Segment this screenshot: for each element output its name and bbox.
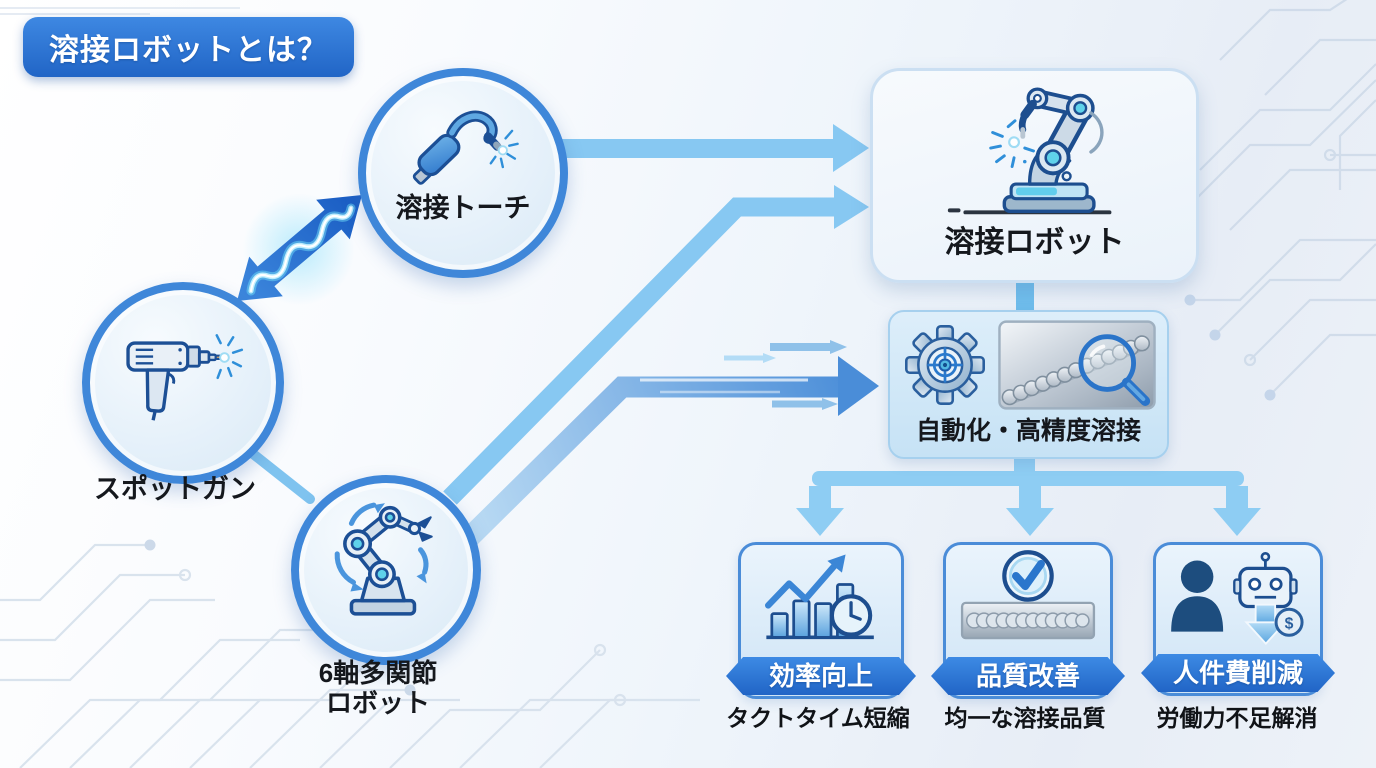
labor-cost-banner: 人件費削減 — [1141, 654, 1335, 692]
person-robot-cost-down-icon: $ — [1171, 551, 1304, 646]
arrow-to-automation — [460, 376, 842, 547]
automation-label: 自動化・高精度溶接 — [915, 417, 1141, 445]
speed-lines — [640, 340, 847, 410]
title-badge: 溶接ロボットとは？ — [23, 17, 354, 77]
robot-head-icon — [1233, 551, 1298, 609]
title-text: 溶接ロボットとは？ — [49, 34, 328, 67]
six-axis-robot-label: 6軸多関節 ロボット — [278, 658, 478, 719]
checkmark-weld-seam-icon — [960, 550, 1096, 640]
welding-torch-icon — [412, 110, 519, 185]
node-automation: 自動化・高精度溶接 — [888, 310, 1169, 459]
dollar-coin-icon: $ — [1274, 607, 1304, 637]
six-axis-label-line2: ロボット — [325, 687, 430, 718]
dollar-symbol: $ — [1285, 615, 1294, 632]
quality-banner: 品質改善 — [931, 657, 1125, 695]
welding-robot-label: 溶接ロボット — [944, 226, 1125, 259]
welding-robot-arm-icon — [947, 87, 1112, 215]
gear-crosshair-icon — [904, 325, 985, 405]
quality-caption: 均一な溶接品質 — [944, 705, 1106, 731]
arrow-torch-to-robot — [551, 124, 869, 172]
efficiency-banner: 効率向上 — [726, 657, 916, 695]
arrow-sixaxis-to-robot — [443, 197, 836, 505]
efficiency-caption: タクトタイム短縮 — [726, 705, 910, 731]
arrow-sixaxis-to-robot-head — [834, 185, 869, 229]
six-axis-label-line1: 6軸多関節 — [318, 658, 438, 688]
benefit-box-quality: 品質改善 — [931, 542, 1125, 699]
node-six-axis-robot — [291, 475, 481, 665]
arrow-to-automation-head — [838, 356, 879, 416]
person-silhouette-icon — [1171, 560, 1224, 632]
growth-chart-clock-icon — [764, 554, 874, 640]
lightning-bolt-wave — [246, 203, 356, 296]
welding-torch-label: 溶接トーチ — [395, 193, 531, 223]
node-welding-robot: 溶接ロボット — [870, 68, 1199, 283]
articulated-robot-arm-icon — [334, 502, 433, 616]
benefit-box-labor-cost: $ 人件費削減 — [1141, 542, 1335, 696]
benefit-box-efficiency: 効率向上 — [726, 542, 916, 699]
labor-cost-caption: 労働力不足解消 — [1156, 705, 1318, 731]
link-robot-to-automation — [1016, 277, 1034, 312]
branch-arrows — [796, 453, 1261, 536]
weld-seam-magnifier-icon — [997, 320, 1156, 410]
automation-icons — [902, 320, 1156, 410]
node-spot-gun — [82, 282, 284, 484]
spot-gun-icon — [126, 334, 244, 421]
magnifier-glass — [1077, 334, 1150, 406]
node-welding-torch: 溶接トーチ — [358, 68, 568, 278]
spot-gun-label: スポットガン — [94, 474, 256, 504]
